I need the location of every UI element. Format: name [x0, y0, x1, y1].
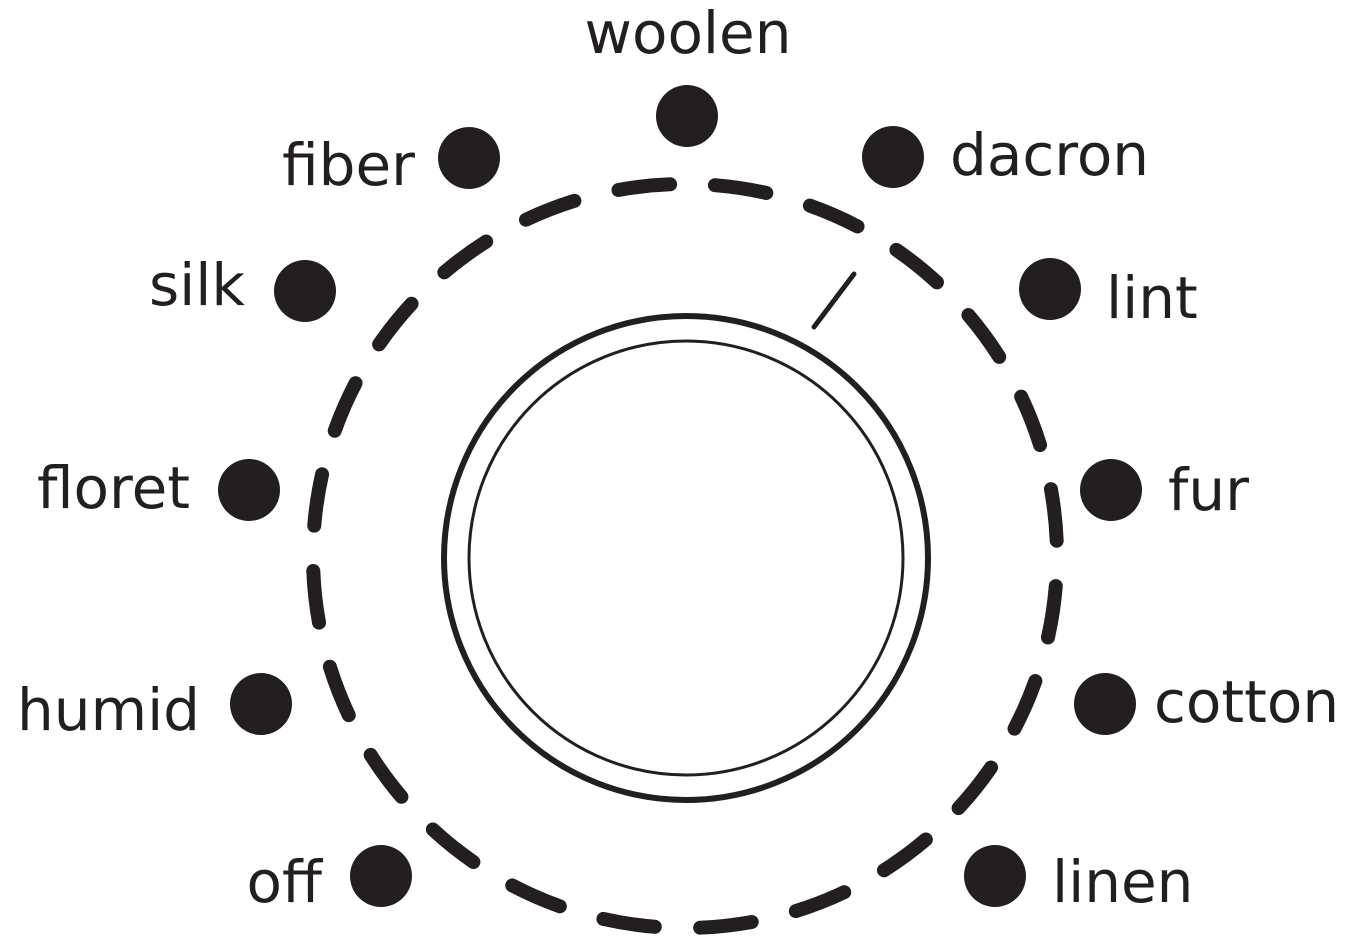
label-fiber: fiber: [282, 131, 415, 199]
label-lint: lint: [1106, 264, 1198, 332]
setting-dot-off[interactable]: [350, 845, 412, 907]
setting-dot-woolen[interactable]: [656, 85, 718, 147]
setting-dot-fiber[interactable]: [438, 127, 500, 189]
setting-dot-silk[interactable]: [274, 260, 336, 322]
label-linen: linen: [1052, 848, 1193, 916]
setting-dot-dacron[interactable]: [862, 126, 924, 188]
setting-dot-humid[interactable]: [230, 673, 292, 735]
label-off: off: [247, 848, 324, 916]
setting-dot-cotton[interactable]: [1074, 673, 1136, 735]
knob-inner-ring: [467, 339, 905, 777]
label-floret: floret: [37, 454, 190, 522]
setting-dot-fur[interactable]: [1080, 459, 1142, 521]
knob-outer-ring[interactable]: [441, 313, 931, 803]
label-humid: humid: [17, 676, 200, 744]
setting-dot-lint[interactable]: [1019, 258, 1081, 320]
setting-dot-floret[interactable]: [218, 459, 280, 521]
label-woolen: woolen: [585, 0, 792, 67]
setting-dot-linen[interactable]: [964, 845, 1026, 907]
label-fur: fur: [1168, 456, 1249, 524]
label-silk: silk: [149, 251, 245, 319]
label-cotton: cotton: [1154, 668, 1339, 736]
label-dacron: dacron: [950, 121, 1149, 189]
knob-pointer: [811, 271, 857, 330]
